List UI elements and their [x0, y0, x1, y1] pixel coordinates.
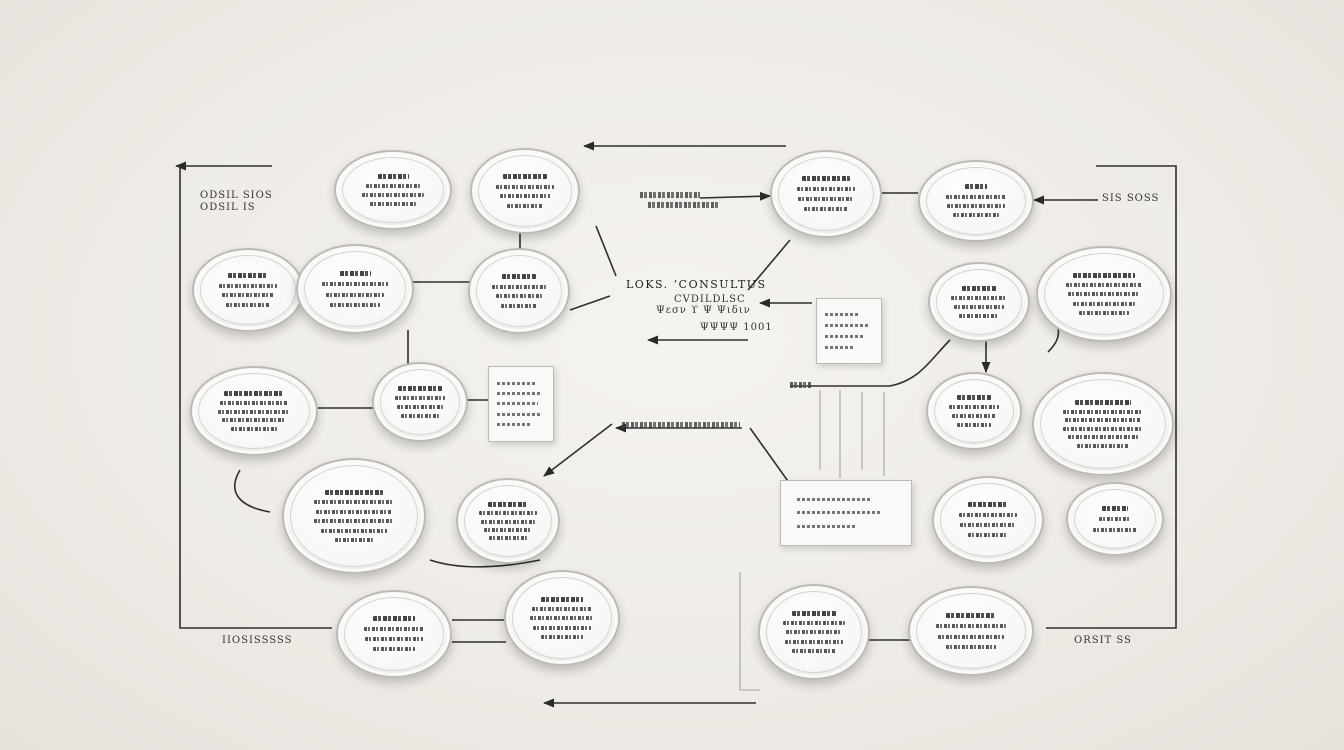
- node-10[interactable]: [190, 366, 318, 456]
- node-12[interactable]: [926, 372, 1022, 450]
- node-14[interactable]: [282, 458, 426, 574]
- center-title: LOKS. ’CONSULTUS: [626, 278, 767, 291]
- link-mid-card2: [749, 427, 791, 485]
- node-1[interactable]: [334, 150, 452, 230]
- node-11[interactable]: [372, 362, 468, 442]
- top-mid-text-2: [648, 202, 718, 208]
- link-n11-n12: [429, 559, 541, 568]
- link-diag-lower: [543, 423, 613, 477]
- node-9[interactable]: [1036, 246, 1172, 342]
- center-sub-2: Ψεσν ϒ Ψ Ψιδιν: [656, 305, 751, 316]
- center-sub-3: ΨΨΨΨ 1001: [700, 322, 773, 333]
- label-bottom-left: IIOSISSSSS: [222, 635, 293, 646]
- frame-faint: [739, 572, 760, 691]
- label-bottom-right: ORSIT SS: [1074, 635, 1132, 646]
- node-3[interactable]: [770, 150, 882, 238]
- note-card-2[interactable]: [488, 366, 554, 442]
- node-15[interactable]: [456, 478, 560, 564]
- top-mid-arrow: [699, 191, 772, 201]
- center-sub-1: CVDILDLSC: [674, 294, 746, 305]
- node-4[interactable]: [918, 160, 1034, 242]
- node-8[interactable]: [928, 262, 1030, 342]
- node-13[interactable]: [1032, 372, 1174, 476]
- top-mid-text: [640, 192, 700, 198]
- link-n2-center: [595, 225, 617, 277]
- node-18[interactable]: [336, 590, 452, 678]
- node-2[interactable]: [470, 148, 580, 234]
- node-21[interactable]: [908, 586, 1034, 676]
- link-n10-lower: [234, 469, 271, 513]
- left-frame-line: [179, 165, 332, 629]
- label-top-left-1: ODSIL SIOS: [200, 190, 273, 201]
- link-center-n3: [747, 239, 791, 291]
- link-n7-center: [569, 295, 611, 311]
- mid-arrow-text: [622, 422, 740, 428]
- note-card-1[interactable]: [816, 298, 882, 364]
- label-top-left-2: ODSIL IS: [200, 202, 256, 213]
- right-frame-line: [1046, 165, 1177, 629]
- label-top-right: SIS SOSS: [1102, 193, 1160, 204]
- note-card-3[interactable]: [780, 480, 912, 546]
- node-16[interactable]: [932, 476, 1044, 564]
- node-6[interactable]: [296, 244, 414, 334]
- node-5[interactable]: [192, 248, 304, 332]
- mid-right-text: [790, 382, 812, 388]
- link-mid-right: [790, 339, 951, 387]
- node-20[interactable]: [758, 584, 870, 680]
- node-17[interactable]: [1066, 482, 1164, 556]
- node-7[interactable]: [468, 248, 570, 334]
- node-19[interactable]: [504, 570, 620, 666]
